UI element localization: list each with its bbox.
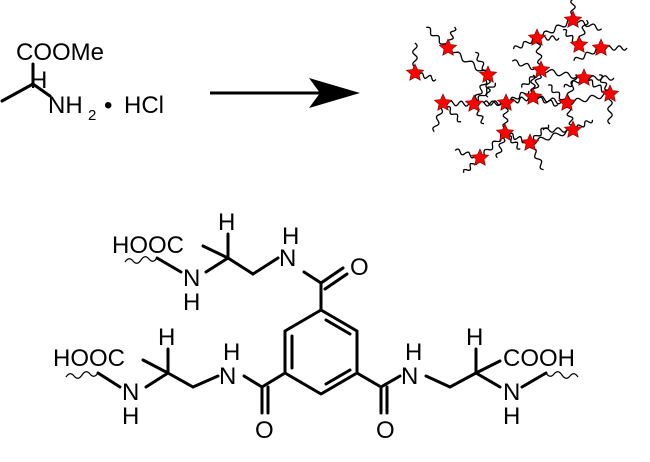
- right-acid-label: COOH: [503, 345, 575, 372]
- reactant-hcl-label: HCl: [124, 92, 164, 119]
- upper-ch2-ch-bond: [226, 256, 255, 276]
- network-node-star: [464, 94, 484, 112]
- network-node-star: [438, 38, 458, 56]
- network-edges: [442, 18, 611, 159]
- upper-n-ch2-bond: [251, 256, 280, 276]
- reactant-ester-label: COOMe: [16, 39, 104, 66]
- left-wavy-bond: [65, 371, 99, 379]
- left-n-ch2-bond: [191, 374, 220, 389]
- left-ch2-ch-bond: [166, 371, 195, 389]
- left-ch-cooh-bond: [141, 358, 170, 375]
- network-node-star: [527, 28, 547, 46]
- right-ch-nh-bond: [474, 371, 502, 389]
- left-amine-n: N: [122, 379, 139, 406]
- right-nh-ch2-bond: [520, 371, 548, 389]
- reaction-arrow: [210, 78, 360, 108]
- benzene-ring: [283, 308, 359, 396]
- upper-amide-arm: O H N H HOOC N H: [112, 209, 369, 316]
- network-node-star: [600, 84, 620, 102]
- right-amide-n: N: [401, 363, 418, 390]
- lower-left-amide-arm: O H N H HOOC N H: [53, 324, 287, 444]
- reactant-bond-amine: [31, 82, 52, 98]
- right-ch2-ch-bond: [448, 371, 478, 389]
- reactant-subscript: 2: [88, 107, 96, 124]
- network-arm: [426, 26, 449, 48]
- upper-ch-cooh-bond: [201, 244, 230, 260]
- arrow-head: [309, 78, 360, 108]
- network-node-star: [557, 93, 577, 111]
- left-alpha-h: H: [158, 324, 175, 351]
- network-arm: [583, 75, 615, 81]
- right-alpha-h: H: [466, 324, 483, 351]
- upper-alpha-h: H: [218, 209, 235, 236]
- upper-acid-label: HOOC: [112, 232, 184, 259]
- network-node-star: [523, 87, 543, 105]
- upper-amine-h: H: [183, 289, 200, 316]
- left-acid-label: HOOC: [53, 345, 125, 372]
- right-n-ch2-bond: [424, 374, 452, 389]
- left-amine-h: H: [122, 403, 139, 430]
- left-carbonyl-o: O: [255, 417, 274, 444]
- upper-carbonyl-n-bond: [302, 270, 323, 285]
- benzene-ring-outline: [283, 308, 359, 396]
- network-node-star: [405, 63, 425, 81]
- network-node-star: [496, 93, 516, 111]
- left-amide-h: H: [223, 339, 240, 366]
- network-arm: [566, 73, 578, 104]
- reactant-salt-dot: •: [104, 92, 112, 119]
- network-node-star: [478, 65, 498, 83]
- network-node-star: [591, 38, 611, 56]
- network-node-star: [563, 120, 583, 138]
- reactant-structure: COOMe H NH 2 • HCl: [0, 39, 164, 124]
- left-amide-n: N: [219, 363, 236, 390]
- network-node-star: [495, 123, 515, 141]
- benzene-double-bond-1: [324, 318, 352, 336]
- network-node-star: [531, 60, 551, 78]
- network-arm: [573, 46, 602, 61]
- right-carbonyl-o: O: [376, 417, 395, 444]
- right-amine-n: N: [503, 379, 520, 406]
- upper-carbonyl-double-bond-a: [319, 266, 345, 285]
- network-edge: [566, 91, 611, 106]
- left-ring-carbonyl-bond: [260, 371, 287, 389]
- network-node-star: [470, 148, 490, 166]
- upper-carbonyl-double-bond-b: [323, 272, 349, 291]
- polymer-network: [405, 0, 628, 174]
- polymer-structure: O H N H HOOC N H O H N H HOOC N: [53, 209, 579, 444]
- network-node-star: [574, 68, 594, 86]
- network-edge: [447, 47, 489, 76]
- reactant-amine-label: NH: [48, 92, 83, 119]
- right-amide-h: H: [405, 339, 422, 366]
- upper-wavy-bond: [124, 256, 158, 264]
- right-ch-cooh-bond: [474, 359, 502, 375]
- right-wavy-bond: [545, 371, 579, 379]
- right-carbonyl-n-bond: [379, 374, 402, 389]
- left-ch-nh-bond: [144, 371, 170, 389]
- network-node-star: [520, 133, 540, 151]
- left-carbonyl-n-bond: [242, 374, 264, 389]
- lower-right-amide-arm: O H N H COOH N H: [355, 324, 579, 444]
- reactant-h-label: H: [30, 67, 47, 94]
- left-nh-ch2-bond: [96, 371, 122, 389]
- right-amine-h: H: [503, 403, 520, 430]
- upper-carbonyl-o: O: [350, 254, 369, 281]
- right-ring-carbonyl-bond: [355, 371, 383, 389]
- upper-amide-h: H: [282, 223, 299, 250]
- network-node-star: [569, 35, 589, 53]
- upper-nh-ch2-bond: [155, 256, 183, 274]
- network-node-star: [433, 93, 453, 111]
- upper-amine-n: N: [183, 265, 200, 292]
- upper-amide-n: N: [279, 245, 296, 272]
- network-node-star: [563, 10, 583, 28]
- benzene-double-bond-2: [324, 368, 352, 386]
- upper-ch-nh-bond: [204, 256, 230, 274]
- network-nodes: [405, 10, 620, 166]
- reactant-bond-methyl: [0, 82, 35, 103]
